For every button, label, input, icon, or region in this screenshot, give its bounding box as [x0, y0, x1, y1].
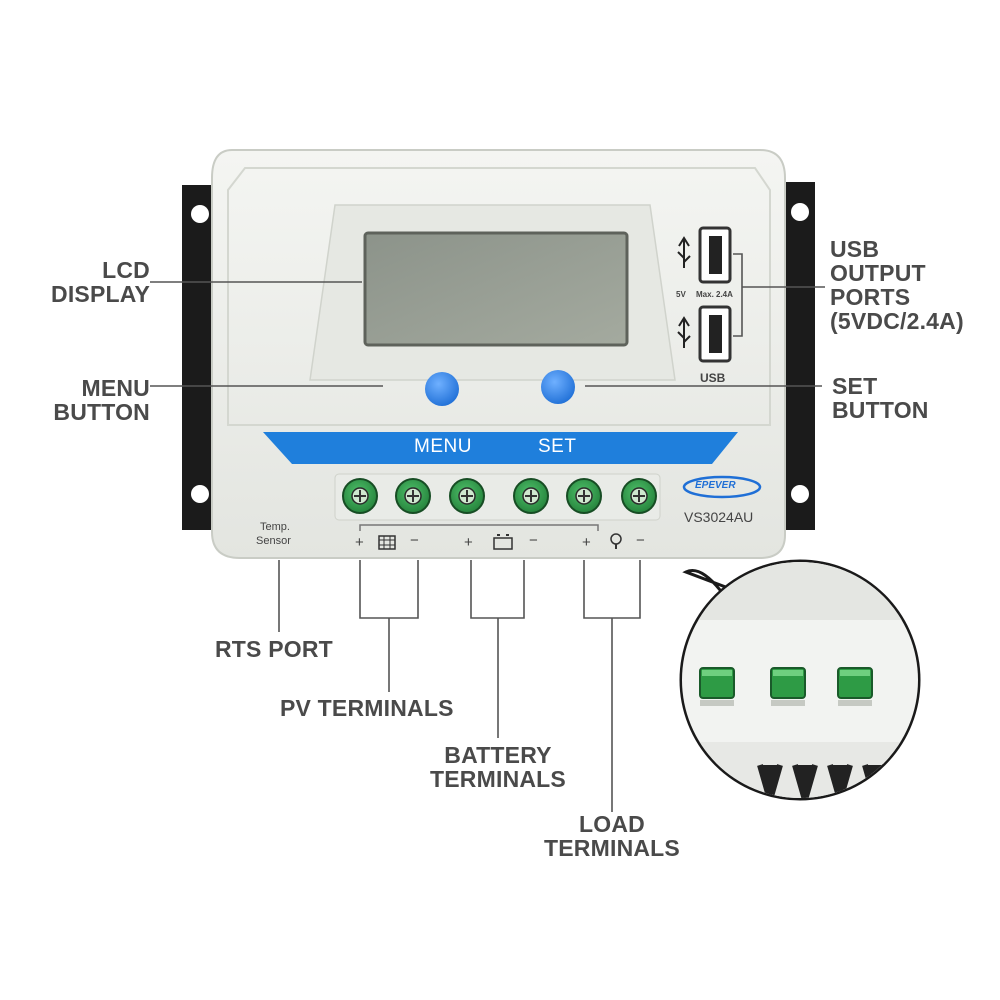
usb-callout-line3: PORTS — [830, 284, 911, 310]
pv-terminals-callout: PV TERMINALS — [280, 695, 454, 721]
lcd-display-callout-line1: LCD — [102, 257, 150, 283]
bulb-icon — [610, 533, 622, 549]
set-button-callout-line1: SET — [832, 373, 878, 399]
callout-lines — [150, 253, 825, 812]
usb-callout-line4: (5VDC/2.4A) — [830, 308, 964, 334]
battery-minus-terminal — [513, 478, 549, 514]
usb-voltage-label: 5V — [676, 290, 686, 299]
battery-plus-sign: + — [464, 534, 473, 551]
set-button-callout-line2: BUTTON — [832, 397, 929, 423]
pv-minus-terminal — [395, 478, 431, 514]
usb-callout-line2: OUTPUT — [830, 260, 926, 286]
model-label: VS3024AU — [684, 509, 754, 525]
usb-output-ports-callout: USB OUTPUT PORTS (5VDC/2.4A) — [830, 237, 964, 333]
battery-minus-sign: − — [529, 532, 538, 549]
lcd-screen — [363, 231, 629, 347]
menu-button-callout: MENU BUTTON — [53, 376, 150, 424]
usb-symbol-icon — [677, 236, 691, 268]
load-callout-line2: TERMINALS — [544, 835, 680, 861]
load-minus-sign: − — [636, 532, 645, 549]
lcd-display-callout: LCD DISPLAY — [51, 258, 150, 306]
rts-port-callout: RTS PORT — [215, 636, 333, 662]
temp-sensor-label-2: Sensor — [256, 535, 291, 547]
menu-band-label: MENU — [414, 436, 472, 457]
pv-plus-sign: + — [355, 534, 364, 551]
usb-callout-line1: USB — [830, 236, 880, 262]
usb-port-bottom[interactable] — [698, 305, 732, 363]
set-button[interactable] — [541, 370, 575, 404]
blue-band — [263, 432, 738, 464]
load-plus-sign: + — [582, 534, 591, 551]
usb-label: USB — [700, 371, 726, 385]
battery-icon — [493, 534, 513, 550]
terminal-screws — [342, 478, 657, 514]
usb-port-top[interactable] — [698, 226, 732, 284]
set-band-label: SET — [538, 436, 577, 457]
load-plus-terminal — [566, 478, 602, 514]
menu-button-callout-line2: BUTTON — [53, 399, 150, 425]
set-button-callout: SET BUTTON — [832, 374, 929, 422]
usb-current-label: Max. 2.4A — [696, 290, 733, 299]
terminal-zoom-callout — [679, 559, 921, 801]
battery-callout-line2: TERMINALS — [430, 766, 566, 792]
temp-sensor-label-1: Temp. — [260, 521, 290, 533]
battery-callout-line1: BATTERY — [444, 742, 552, 768]
lcd-display-callout-line2: DISPLAY — [51, 281, 150, 307]
brand-label: EPEVER — [695, 480, 736, 491]
load-callout-line1: LOAD — [579, 811, 645, 837]
usb-symbol-icon — [677, 316, 691, 348]
load-minus-terminal — [621, 478, 657, 514]
menu-button[interactable] — [425, 372, 459, 406]
battery-terminals-callout: BATTERY TERMINALS — [418, 743, 578, 791]
battery-plus-terminal — [449, 478, 485, 514]
load-terminals-callout: LOAD TERMINALS — [532, 812, 692, 860]
pv-minus-sign: − — [410, 532, 419, 549]
epever-logo — [682, 475, 762, 499]
pv-plus-terminal — [342, 478, 378, 514]
pv-panel-icon — [378, 535, 396, 550]
menu-button-callout-line1: MENU — [81, 375, 150, 401]
